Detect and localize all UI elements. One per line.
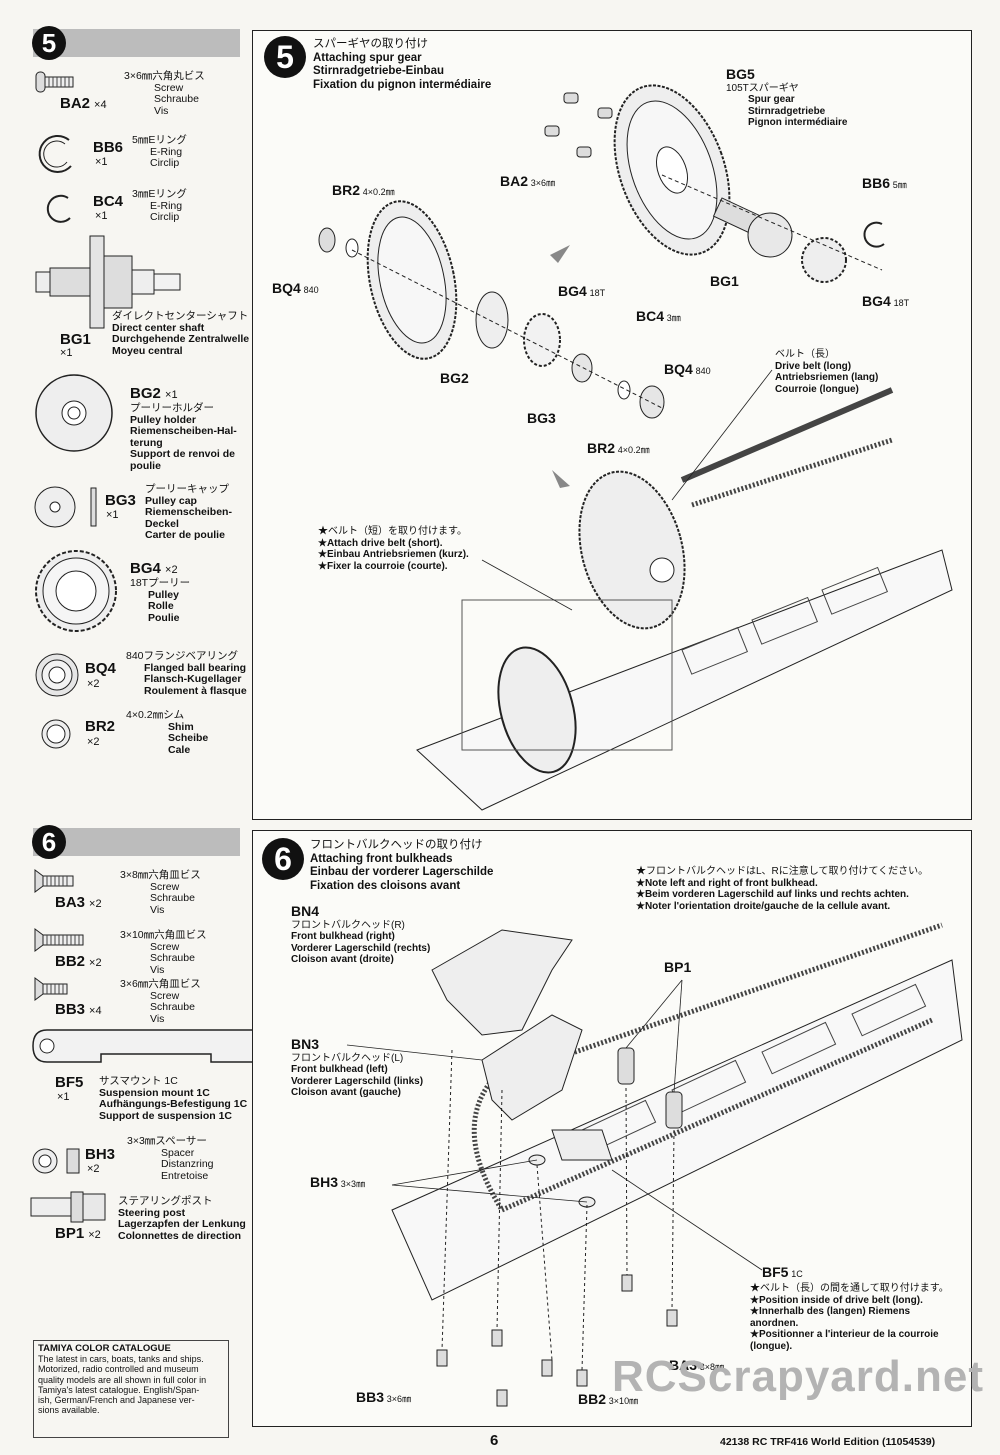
- part-code-br2: BR2: [85, 718, 116, 735]
- callout-bh3: BH3 3×3㎜: [310, 1174, 366, 1190]
- callout-bb3: BB3 3×6㎜: [356, 1389, 412, 1405]
- part-qty-bc4: ×1: [95, 210, 108, 222]
- part-code-bh3: BH3: [85, 1146, 116, 1163]
- callout-br2-mid: BR2 4×0.2㎜: [587, 440, 650, 456]
- callout-bg1: BG1: [710, 273, 739, 289]
- callout-ba2: BA2 3×6㎜: [500, 173, 556, 189]
- callout-bq4-left: BQ4 840: [272, 280, 319, 296]
- screw-icon: [35, 71, 74, 93]
- watermark: RCScrapyard.net: [612, 1352, 985, 1401]
- part-code-bb3: BB3×4: [55, 1001, 102, 1018]
- part-code-bb2: BB2×2: [55, 953, 102, 970]
- part-code-ba2: BA2×4: [60, 95, 107, 112]
- countersunk-screw-icon: [34, 869, 74, 893]
- callout-bb6: BB6 5㎜: [862, 175, 907, 191]
- part-qty-br2: ×2: [87, 736, 100, 748]
- catalogue-title: TAMIYA COLOR CATALOGUE: [38, 1343, 171, 1354]
- callout-bf5: BF5 1C: [762, 1264, 803, 1280]
- callout-bb2: BB2 3×10㎜: [578, 1391, 639, 1407]
- callout-bg3: BG3: [527, 410, 556, 426]
- part-code-ba3: BA3×2: [55, 894, 102, 911]
- part-code-bp1: BP1×2: [55, 1225, 101, 1242]
- step5-panel-badge: 5: [264, 36, 306, 78]
- part-qty-bh3: ×2: [87, 1163, 100, 1175]
- part-qty-bb6: ×1: [95, 156, 108, 168]
- callout-bg4-mid: BG4 18T: [558, 283, 606, 299]
- part-code-bq4: BQ4: [85, 660, 116, 677]
- part-code-bg1: BG1: [60, 331, 91, 348]
- callout-belt-long: ベルト（長）Drive belt (long)Antriebsriemen (l…: [775, 349, 879, 395]
- center-shaft-icon: [35, 235, 181, 329]
- countersunk-screw-long-icon: [34, 928, 84, 952]
- callout-bg2: BG2: [440, 370, 469, 386]
- part-qty-bq4: ×2: [87, 678, 100, 690]
- pulley-18t-icon: [35, 550, 117, 632]
- part-qty-bg3: ×1: [106, 509, 119, 521]
- catalogue-line: Tamiya's latest catalogue. English/Span-: [38, 1384, 200, 1395]
- e-ring-small-icon: [46, 194, 71, 223]
- step5-header-bar: [33, 29, 240, 57]
- catalogue-line: The latest in cars, boats, tanks and shi…: [38, 1354, 204, 1365]
- steering-post-icon: [30, 1191, 106, 1223]
- page-number: 6: [490, 1432, 499, 1449]
- flanged-bearing-icon: [35, 653, 79, 697]
- shim-icon: [41, 719, 71, 749]
- spacer-icon: [32, 1148, 80, 1174]
- step5-number-badge: 5: [32, 26, 66, 60]
- catalogue-line: ish, German/French and Japanese ver-: [38, 1395, 195, 1406]
- catalogue-line: quality models are all shown in full col…: [38, 1374, 207, 1385]
- countersunk-screw-short-icon: [34, 977, 68, 1001]
- part-qty-bg1: ×1: [60, 347, 73, 359]
- step6-panel-badge: 6: [262, 838, 304, 880]
- note-belt-short: ★ベルト（短）を取り付けます。★Attach drive belt (short…: [318, 526, 469, 572]
- step6-number-badge: 6: [32, 825, 66, 859]
- part-code-bc4: BC4: [93, 193, 124, 210]
- part-code-bg3: BG3: [105, 492, 136, 509]
- part-code-bf5: BF5: [55, 1074, 84, 1091]
- footer-product: 42138 RC TRF416 World Edition (11054539): [720, 1436, 936, 1448]
- step5-assembly-diagram: [318, 84, 953, 811]
- catalogue-line: Motorized, radio controlled and museum: [38, 1364, 199, 1375]
- suspension-mount-icon: [32, 1029, 282, 1063]
- callout-bc4: BC4 3㎜: [636, 308, 681, 324]
- tamiya-catalogue-box: TAMIYA COLOR CATALOGUE The latest in car…: [33, 1340, 229, 1438]
- callout-bg4-right: BG4 18T: [862, 293, 910, 309]
- note-belt-inside: ★ベルト（長）の間を通して取り付けます。★Position inside of …: [750, 1283, 949, 1352]
- part-qty-bf5: ×1: [57, 1091, 70, 1103]
- catalogue-line: sions available.: [38, 1405, 100, 1416]
- callout-ba3: BA3 3×8㎜: [669, 1357, 725, 1373]
- note-left-right: ★フロントバルクヘッドはL、Rに注意して取り付けてください。★Note left…: [636, 866, 929, 912]
- step6-assembly-diagram: [346, 922, 963, 1407]
- pulley-holder-icon: [35, 374, 113, 452]
- callout-br2-top: BR2 4×0.2㎜: [332, 182, 395, 198]
- callout-bp1: BP1: [664, 959, 692, 975]
- part-code-bb6: BB6: [93, 139, 124, 156]
- callout-bq4-mid: BQ4 840: [664, 361, 711, 377]
- pulley-cap-icon: [34, 486, 97, 528]
- step6-header-bar: [33, 828, 240, 856]
- e-ring-icon: [38, 135, 72, 173]
